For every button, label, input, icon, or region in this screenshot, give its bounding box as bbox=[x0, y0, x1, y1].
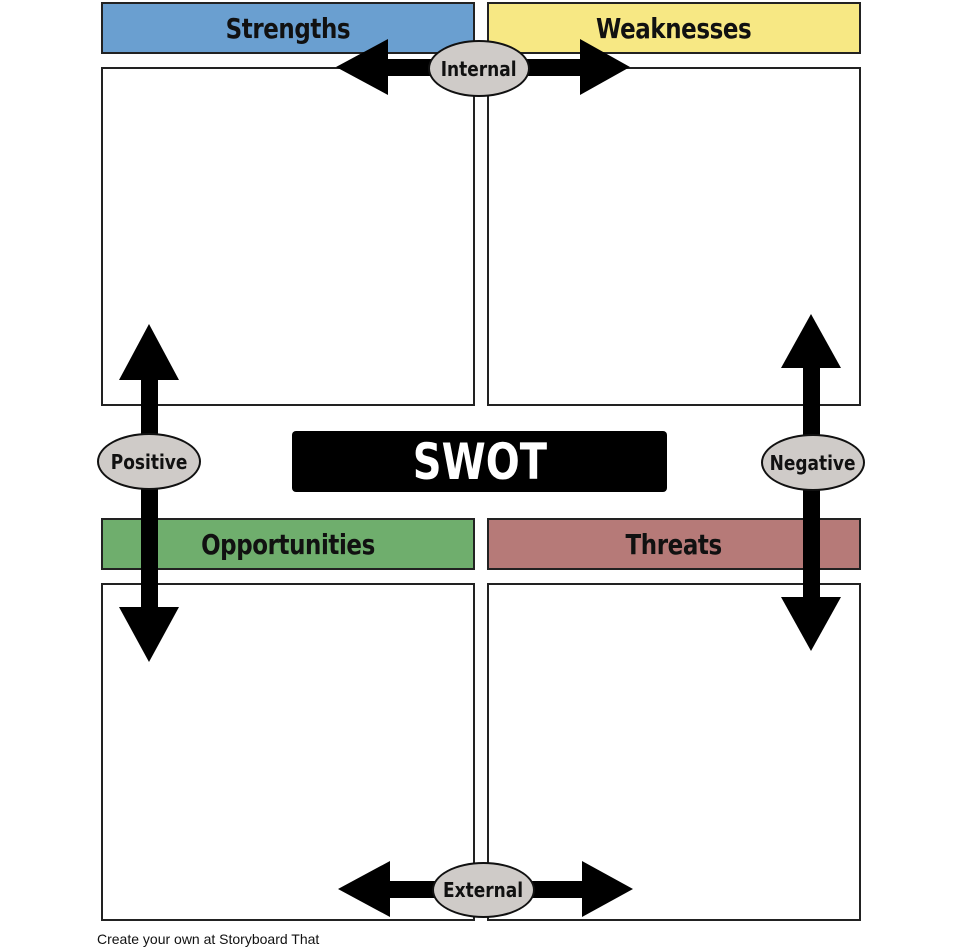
strengths-label: Strengths bbox=[225, 11, 351, 45]
threats-label: Threats bbox=[625, 527, 723, 561]
positive-oval: Positive bbox=[97, 433, 201, 490]
footer-credit: Create your own at Storyboard That bbox=[97, 931, 320, 947]
threats-header: Threats bbox=[487, 518, 861, 570]
weaknesses-label: Weaknesses bbox=[596, 11, 752, 45]
strengths-box bbox=[101, 67, 475, 406]
negative-label: Negative bbox=[770, 450, 856, 475]
opportunities-box bbox=[101, 583, 475, 921]
swot-title-text: SWOT bbox=[412, 432, 547, 491]
external-oval: External bbox=[432, 862, 535, 918]
threats-box bbox=[487, 583, 861, 921]
external-label: External bbox=[443, 878, 524, 902]
positive-label: Positive bbox=[110, 449, 188, 474]
negative-oval: Negative bbox=[761, 434, 865, 491]
internal-oval: Internal bbox=[428, 40, 530, 97]
internal-label: Internal bbox=[441, 56, 517, 81]
swot-title: SWOT bbox=[292, 431, 667, 492]
opportunities-header: Opportunities bbox=[101, 518, 475, 570]
strengths-header: Strengths bbox=[101, 2, 475, 54]
opportunities-label: Opportunities bbox=[201, 527, 375, 561]
weaknesses-header: Weaknesses bbox=[487, 2, 861, 54]
positive-arrow bbox=[119, 324, 179, 662]
